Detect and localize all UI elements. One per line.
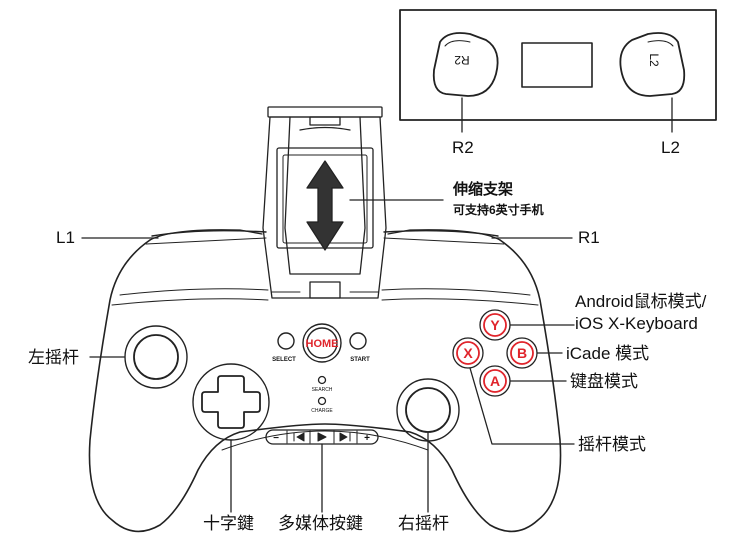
controller-body — [88, 229, 562, 533]
r2-label: R2 — [452, 138, 474, 157]
inset-center-slot — [521, 42, 593, 88]
charge-text: CHARGE — [311, 408, 333, 414]
x-leader — [469, 367, 575, 445]
left-stick-label: 左摇杆 — [28, 348, 79, 367]
r1-label: R1 — [578, 228, 600, 247]
home-text: HOME — [306, 338, 339, 350]
select-text: SELECT — [272, 357, 296, 363]
svg-text:B: B — [517, 345, 527, 361]
svg-text:Y: Y — [490, 317, 500, 333]
media-plus-text: + — [364, 433, 370, 444]
extend-arrow — [306, 160, 344, 251]
l2-trigger — [619, 32, 686, 97]
svg-text:A: A — [490, 373, 500, 389]
holder-title: 伸缩支架 — [453, 181, 514, 198]
button-b: B — [506, 337, 538, 369]
button-a: A — [479, 365, 511, 397]
r2-trigger — [432, 32, 499, 97]
icade-mode-label: iCade 模式 — [566, 344, 650, 363]
l1-label: L1 — [56, 228, 75, 247]
android-mode-label: Android鼠标模式/ — [575, 292, 707, 311]
svg-text:X: X — [463, 345, 473, 361]
left-stick — [124, 325, 188, 389]
button-x: X — [452, 337, 484, 369]
dpad — [192, 363, 270, 441]
right-stick-label: 右摇杆 — [398, 514, 449, 533]
dpad-label: 十字鍵 — [203, 514, 254, 533]
home-ring — [302, 323, 342, 363]
home-button — [306, 327, 338, 359]
start-text: START — [350, 357, 370, 363]
search-led — [317, 375, 327, 385]
play-icon — [317, 432, 327, 442]
prev-track-icon — [293, 432, 305, 442]
l2-key-text: L2 — [647, 53, 661, 67]
button-y: Y — [479, 309, 511, 341]
select-button — [277, 332, 295, 350]
next-track-icon — [339, 432, 351, 442]
joystick-mode-label: 摇杆模式 — [578, 435, 646, 454]
r2-key-text: R2 — [454, 53, 470, 67]
media-keys-label: 多媒体按鍵 — [278, 514, 363, 533]
media-minus-text: − — [273, 433, 279, 444]
trigger-inset-box — [399, 9, 717, 121]
charge-led — [317, 396, 327, 406]
holder-subtitle: 可支持6英寸手机 — [453, 203, 544, 217]
l2-label: L2 — [661, 138, 680, 157]
start-button — [349, 332, 367, 350]
ios-keyboard-label: iOS X-Keyboard — [575, 314, 698, 333]
keyboard-mode-label: 键盘模式 — [570, 372, 638, 391]
media-dividers — [286, 430, 358, 444]
search-text: SEARCH — [312, 387, 333, 393]
